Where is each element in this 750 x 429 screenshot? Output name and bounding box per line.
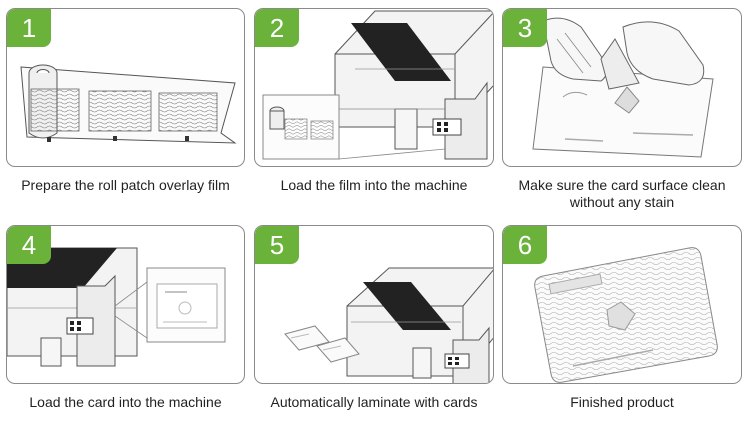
step-4-illustration-panel: 4 [6,225,245,384]
clean-card-surface-illustration [532,17,714,158]
step-number-badge: 3 [503,9,547,47]
step-caption: Prepare the roll patch overlay film [21,177,230,193]
load-film-machine-illustration [262,10,493,160]
load-card-machine-illustration [7,247,226,367]
step-caption: Load the card into the machine [29,394,222,410]
step-caption: Finished product [570,394,674,410]
step-3-illustration-panel: 3 [502,8,742,167]
step-number-badge: 6 [503,226,547,264]
overlay-film-roll-illustration [20,64,237,144]
step-number-badge: 4 [7,226,51,264]
step-number-badge: 2 [255,9,299,47]
step-number-badge: 1 [7,9,51,47]
step-caption: Automatically laminate with cards [270,394,478,410]
step-number-badge: 5 [255,226,299,264]
finished-card-illustration [534,247,718,383]
step-caption: Load the film into the machine [280,177,468,193]
automatic-lamination-illustration [284,267,493,383]
step-2-illustration-panel: 2 [254,8,494,167]
step-1-illustration-panel: 1 [6,8,245,167]
step-6-illustration-panel: 6 [502,225,742,384]
step-5-illustration-panel: 5 [254,225,494,384]
step-caption: Make sure the card surface clean without… [518,177,726,210]
